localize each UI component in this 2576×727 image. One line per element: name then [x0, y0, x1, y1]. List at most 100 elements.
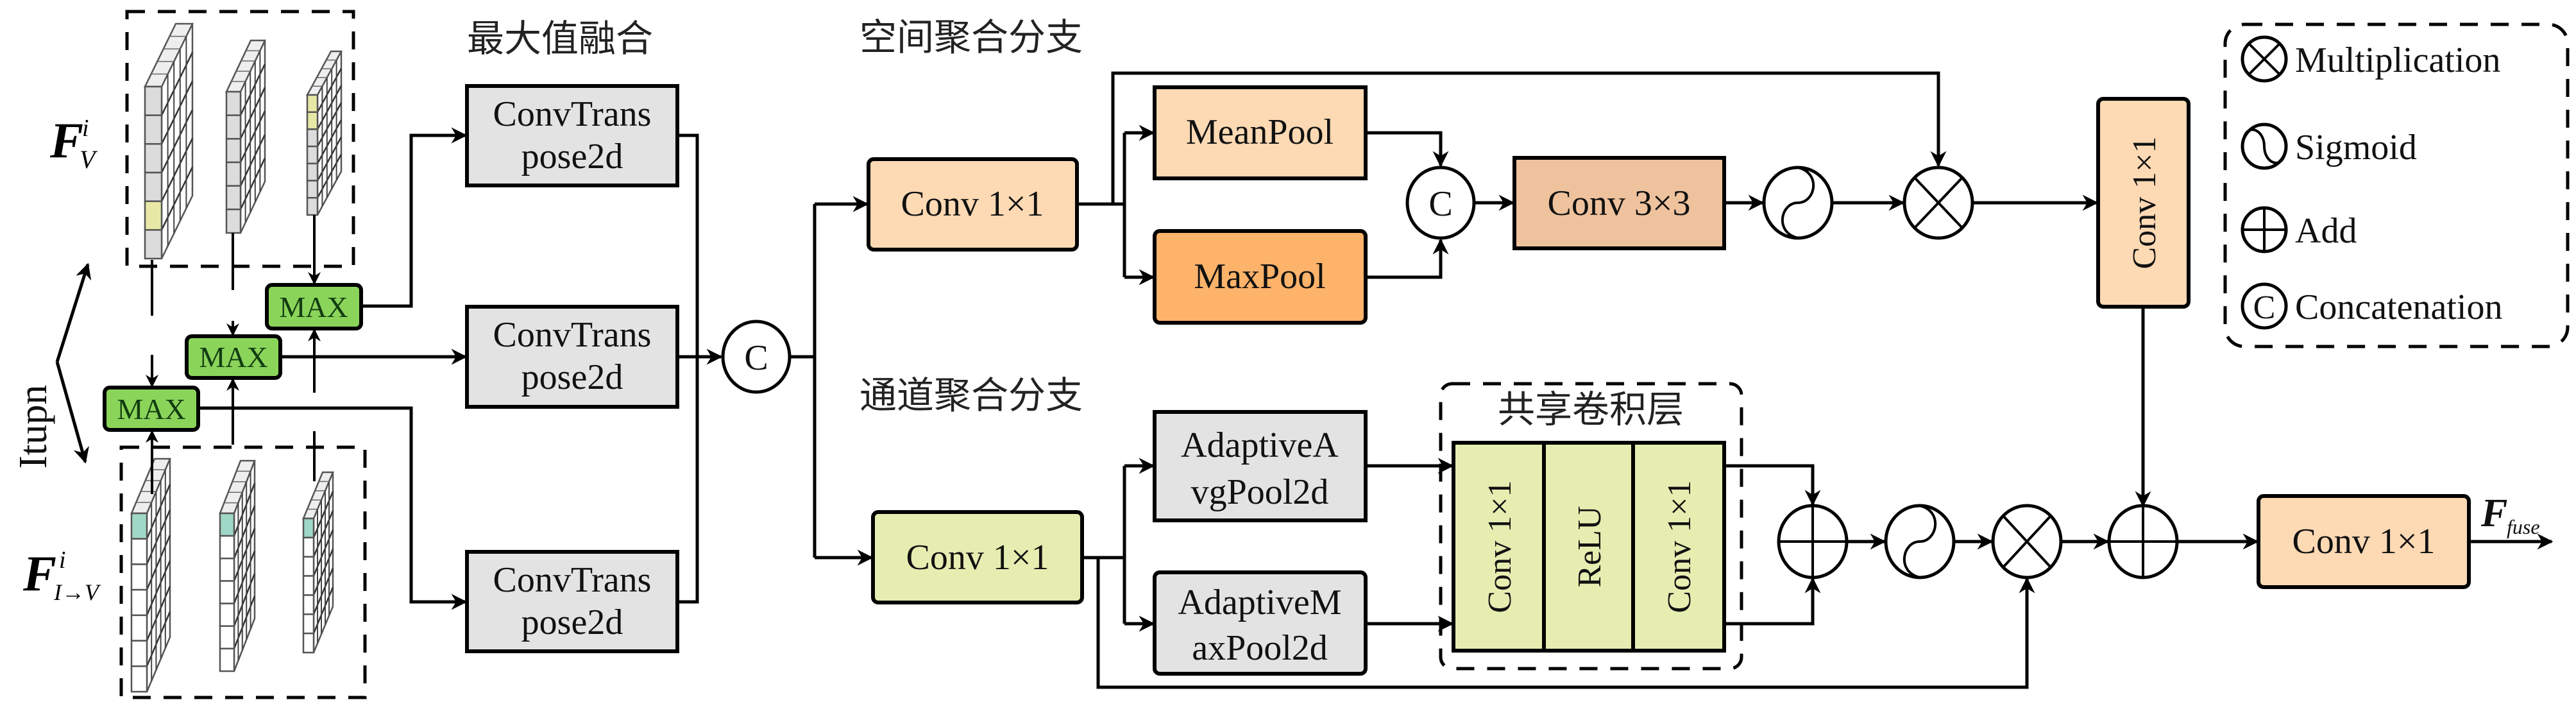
concat-node-fusion: C [721, 320, 792, 394]
channel-internal-wires [1082, 458, 2554, 689]
max-fusion-title: 最大值融合 [467, 17, 653, 60]
maxpool2d-label-line1: AdaptiveM [1178, 583, 1341, 622]
input-bottom-dashed-box [119, 445, 367, 699]
input-direction-label: Itupn [12, 385, 55, 469]
sigmoid-icon [1781, 166, 1815, 239]
adaptive-avgpool-block: AdaptiveA vgPool2d [1153, 410, 1368, 522]
shared-conv1-block [1452, 441, 1546, 653]
legend-item-add: Add [2241, 206, 2357, 253]
max-label: MAX [117, 393, 185, 425]
legend-label: Add [2295, 211, 2357, 251]
add-node-final [2107, 504, 2179, 579]
convtrans-label-line2: pose2d [521, 137, 623, 176]
input-bottom-label-sup: i [59, 547, 66, 574]
legend-label: Multiplication [2295, 40, 2500, 80]
convtrans-output-wires [677, 133, 723, 604]
feature-map-slab [302, 471, 334, 654]
final-conv-block: Conv 1×1 [2257, 494, 2471, 589]
concat-icon: C [1428, 184, 1452, 224]
convtrans-label-line2: pose2d [521, 357, 623, 397]
max-block-middle: MAX [185, 334, 282, 380]
maxpool-block: MaxPool [1153, 229, 1368, 325]
multiply-node-channel [1991, 504, 2063, 579]
spatial-conv-in-label: Conv 1×1 [901, 184, 1044, 224]
shared-conv2-block [1631, 441, 1726, 653]
chevron-down-arrow [55, 361, 89, 464]
concat-node-spatial: C [1405, 166, 1476, 240]
shared-conv2-label: Conv 1×1 [1661, 480, 1698, 613]
convtrans-block-1: ConvTrans pose2d [465, 84, 679, 187]
shared-conv-dashed-box [1439, 382, 1743, 671]
spatial-branch-title: 空间聚合分支 [860, 15, 1083, 59]
output-label-main: F [2480, 492, 2507, 535]
branch-split-wires [790, 196, 874, 566]
feature-map-slab [219, 459, 256, 672]
spatial-conv-in-block: Conv 1×1 [867, 157, 1079, 252]
sigmoid-node-spatial [1762, 166, 1834, 240]
max-block-top: MAX [265, 283, 363, 330]
feature-map-slab [130, 458, 171, 693]
legend-item-concatenation: C Concatenation [2241, 282, 2502, 330]
spatial-internal-wires [1077, 71, 2151, 508]
relu-block [1542, 441, 1635, 653]
feature-maps-bottom [130, 458, 334, 693]
input-top-label-main: F [49, 112, 83, 168]
feature-map-slab [305, 50, 343, 216]
feature-maps-top [143, 22, 343, 260]
input-bottom-group [119, 445, 367, 699]
max-input-wires [146, 215, 321, 494]
convtrans-block-2: ConvTrans pose2d [465, 305, 679, 409]
legend-dashed-box [2223, 22, 2570, 348]
input-bottom-label-sub: I→V [53, 579, 101, 605]
shared-conv-title: 共享卷积层 [1498, 388, 1684, 431]
add-node-channel [1777, 504, 1849, 579]
max-label: MAX [199, 341, 267, 373]
convtrans-block-3: ConvTrans pose2d [465, 550, 679, 653]
convtrans-label-line1: ConvTrans [493, 94, 652, 134]
shared-conv1-label: Conv 1×1 [1482, 480, 1518, 613]
sigmoid-icon [2242, 128, 2287, 164]
shared-conv-group: 共享卷积层 Conv 1×1 ReLU Conv 1×1 [1439, 382, 1743, 671]
legend-label: Concatenation [2295, 287, 2502, 327]
conv3x3-block: Conv 3×3 [1513, 156, 1726, 250]
max-label: MAX [279, 291, 348, 323]
legend: Multiplication Sigmoid Add C Concatenati… [2223, 22, 2570, 348]
convtrans-label-line1: ConvTrans [493, 560, 652, 600]
channel-conv-in-label: Conv 1×1 [906, 538, 1049, 577]
multiply-node-spatial [1902, 166, 1974, 240]
concat-icon: C [744, 338, 768, 378]
input-bottom-label-main: F [22, 545, 56, 601]
avgpool-label-line2: vgPool2d [1191, 472, 1329, 512]
maxpool2d-label-line2: axPool2d [1192, 628, 1328, 668]
feature-map-slab [143, 22, 194, 260]
chevron-up-arrow [55, 262, 92, 363]
legend-label: Sigmoid [2295, 128, 2417, 167]
spatial-conv-out-block: Conv 1×1 [2096, 97, 2190, 309]
final-conv-label: Conv 1×1 [2292, 522, 2436, 561]
output-label-sub: fuse [2507, 515, 2540, 538]
concatenation-icon: C [2253, 289, 2276, 326]
sigmoid-node-channel [1884, 504, 1956, 579]
max-output-wires [198, 127, 468, 610]
input-top-group [125, 10, 355, 268]
convtrans-label-line2: pose2d [521, 603, 623, 642]
legend-item-sigmoid: Sigmoid [2241, 123, 2417, 170]
conv3x3-label: Conv 3×3 [1548, 184, 1691, 223]
input-top-dashed-box [125, 10, 355, 268]
input-top-label-sub: V [80, 145, 98, 174]
meanpool-block: MeanPool [1153, 85, 1368, 180]
spatial-conv-out-label: Conv 1×1 [2126, 136, 2163, 269]
meanpool-label: MeanPool [1186, 112, 1334, 152]
convtrans-label-line1: ConvTrans [493, 315, 652, 355]
sigmoid-icon [1902, 504, 1937, 579]
channel-branch-title: 通道聚合分支 [860, 373, 1083, 417]
input-top-label-sup: i [82, 115, 89, 142]
maxpool-label: MaxPool [1194, 257, 1325, 296]
feature-map-slab [225, 39, 266, 234]
channel-conv-in-block: Conv 1×1 [871, 510, 1084, 604]
relu-label: ReLU [1572, 506, 1608, 587]
adaptive-maxpool-block: AdaptiveM axPool2d [1153, 570, 1368, 676]
legend-item-multiplication: Multiplication [2241, 35, 2500, 83]
